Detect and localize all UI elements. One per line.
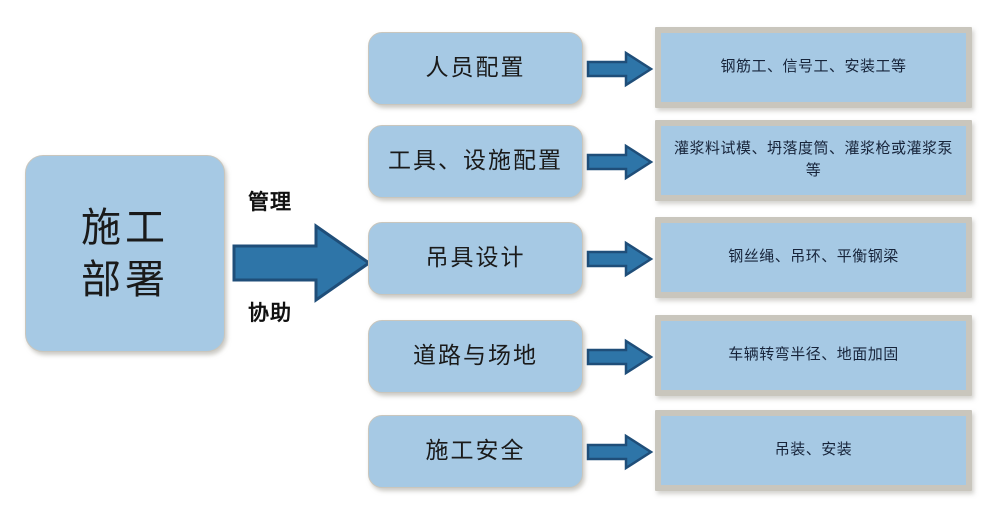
row-arrow-3 xyxy=(586,240,654,278)
detail-box-4[interactable]: 车辆转弯半径、地面加固 xyxy=(655,315,972,396)
category-label-2: 工具、设施配置 xyxy=(388,148,563,174)
detail-box-5[interactable]: 吊装、安装 xyxy=(655,410,972,491)
row-arrow-1 xyxy=(586,50,654,88)
category-box-1[interactable]: 人员配置 xyxy=(368,32,583,105)
main-flow-arrow xyxy=(232,222,372,304)
category-label-5: 施工安全 xyxy=(425,438,526,464)
detail-label-2: 灌浆料试模、坍落度筒、灌浆枪或灌浆泵等 xyxy=(661,126,966,195)
category-box-5[interactable]: 施工安全 xyxy=(368,415,583,488)
root-node-label-line2: 部署 xyxy=(81,256,169,302)
row-arrow-4 xyxy=(586,338,654,376)
detail-label-4: 车辆转弯半径、地面加固 xyxy=(661,321,966,390)
detail-box-3[interactable]: 钢丝绳、吊环、平衡钢梁 xyxy=(655,217,972,298)
root-node-construction-deployment[interactable]: 施工 部署 xyxy=(25,155,225,352)
detail-box-1[interactable]: 钢筋工、信号工、安装工等 xyxy=(655,27,972,108)
detail-label-3: 钢丝绳、吊环、平衡钢梁 xyxy=(661,223,966,292)
root-node-label: 施工 部署 xyxy=(81,202,169,304)
root-node-label-line1: 施工 xyxy=(81,205,169,251)
edge-label-assist: 协助 xyxy=(248,301,292,325)
row-arrow-2 xyxy=(586,143,654,181)
row-arrow-5 xyxy=(586,433,654,471)
category-label-1: 人员配置 xyxy=(425,55,526,81)
category-label-3: 吊具设计 xyxy=(425,245,526,271)
category-label-4: 道路与场地 xyxy=(413,343,538,369)
detail-label-5: 吊装、安装 xyxy=(661,416,966,485)
category-box-3[interactable]: 吊具设计 xyxy=(368,222,583,295)
detail-box-2[interactable]: 灌浆料试模、坍落度筒、灌浆枪或灌浆泵等 xyxy=(655,120,972,201)
category-box-2[interactable]: 工具、设施配置 xyxy=(368,125,583,198)
edge-label-manage: 管理 xyxy=(248,190,292,214)
detail-label-1: 钢筋工、信号工、安装工等 xyxy=(661,33,966,102)
category-box-4[interactable]: 道路与场地 xyxy=(368,320,583,393)
